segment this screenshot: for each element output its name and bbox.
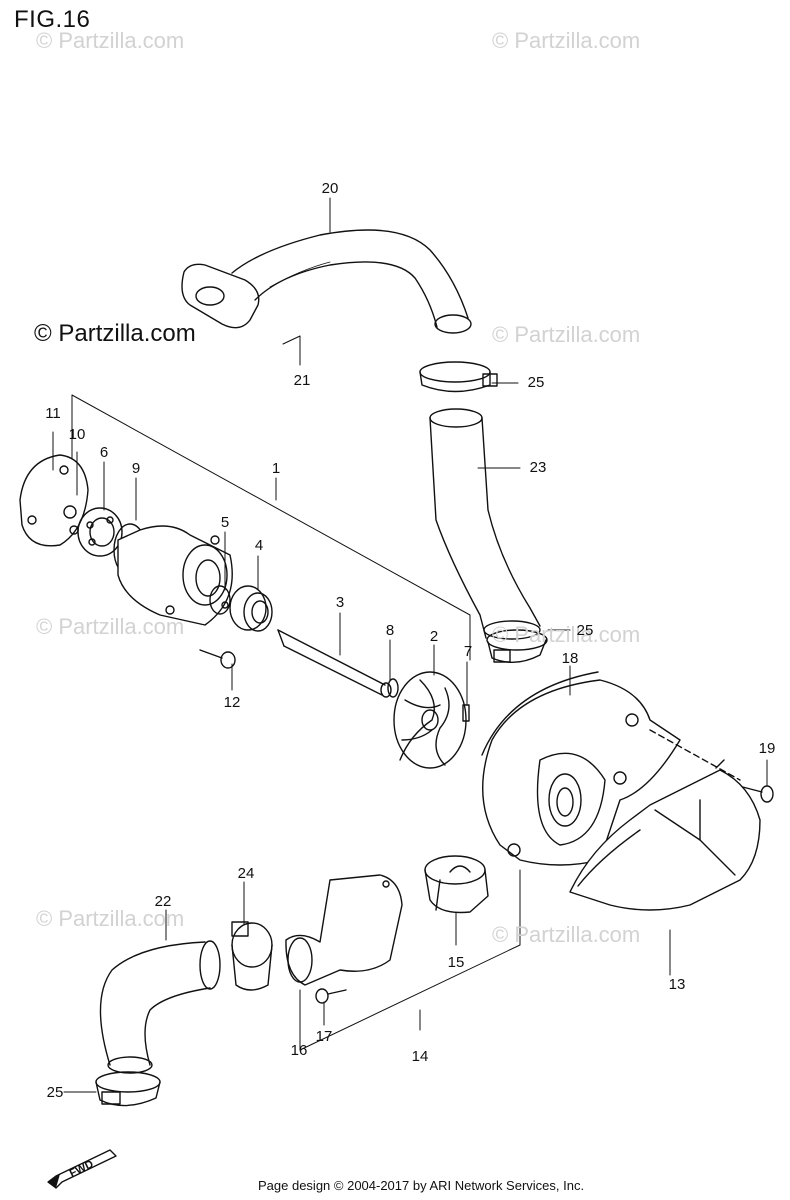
hose-clamp-25-top <box>419 361 498 393</box>
screw-12 <box>199 649 236 669</box>
callout-24: 24 <box>237 865 255 882</box>
ring-8 <box>387 678 399 698</box>
leader-lines <box>52 197 768 1093</box>
callout-20: 20 <box>321 180 339 197</box>
callout-17: 17 <box>315 1028 333 1045</box>
callout-19: 19 <box>758 740 776 757</box>
impeller-2 <box>393 671 470 769</box>
callout-21: 21 <box>293 372 311 389</box>
pump-cover-18 <box>481 671 741 866</box>
watermark: © Partzilla.com <box>492 322 641 347</box>
callout-22: 22 <box>154 893 172 910</box>
thermostat-15 <box>424 855 489 914</box>
watermark: © Partzilla.com <box>36 906 185 931</box>
copyright-notice: © Partzilla.com <box>34 320 196 347</box>
watermark: © Partzilla.com <box>492 622 641 647</box>
hose-22 <box>99 940 221 1074</box>
fwd-label: FWD <box>68 1158 96 1180</box>
hose-clamp-25-mid <box>486 629 548 663</box>
callout-14: 14 <box>411 1048 429 1065</box>
seal-4 <box>229 585 273 632</box>
assembly-1-bracket <box>71 394 471 661</box>
callout-23: 23 <box>529 459 547 476</box>
callout-25-top: 25 <box>527 374 545 391</box>
watermark: © Partzilla.com <box>36 614 185 639</box>
bearing-6 <box>77 507 123 557</box>
watermark: © Partzilla.com <box>36 28 185 53</box>
callout-9: 9 <box>131 460 141 477</box>
callout-25-bottom: 25 <box>46 1084 64 1101</box>
assembly-14-bracket <box>299 869 521 1051</box>
hose-clamp-24 <box>231 921 273 991</box>
callout-3: 3 <box>335 594 345 611</box>
callout-6: 6 <box>99 444 109 461</box>
callout-25-mid: 25 <box>576 622 594 639</box>
fwd-arrow-icon: FWD <box>47 1149 117 1189</box>
hose-clamp-25-bottom <box>95 1071 161 1107</box>
pipe-20 <box>181 229 472 334</box>
elbow-16 <box>285 874 403 986</box>
watermark: © Partzilla.com <box>492 28 641 53</box>
callout-18: 18 <box>561 650 579 667</box>
hose-23 <box>429 408 541 640</box>
pump-housing <box>113 523 233 626</box>
callout-16: 16 <box>290 1042 308 1059</box>
callout-2: 2 <box>429 628 439 645</box>
callout-4: 4 <box>254 537 264 554</box>
shaft-3 <box>277 629 392 698</box>
screw-17 <box>315 988 347 1004</box>
watermark: © Partzilla.com <box>492 922 641 947</box>
callout-11: 11 <box>45 405 61 422</box>
cover-13 <box>569 759 761 911</box>
callout-10: 10 <box>68 426 86 443</box>
callout-7: 7 <box>463 643 473 660</box>
callout-1: 1 <box>271 460 281 477</box>
callout-5: 5 <box>220 514 230 531</box>
callout-13: 13 <box>668 976 686 993</box>
o-ring-5 <box>209 585 231 615</box>
footer-text: Page design © 2004-2017 by ARI Network S… <box>258 1178 585 1193</box>
callout-8: 8 <box>385 622 395 639</box>
callout-12: 12 <box>223 694 241 711</box>
figure-title: FIG.16 <box>14 6 91 33</box>
callout-15: 15 <box>447 954 465 971</box>
